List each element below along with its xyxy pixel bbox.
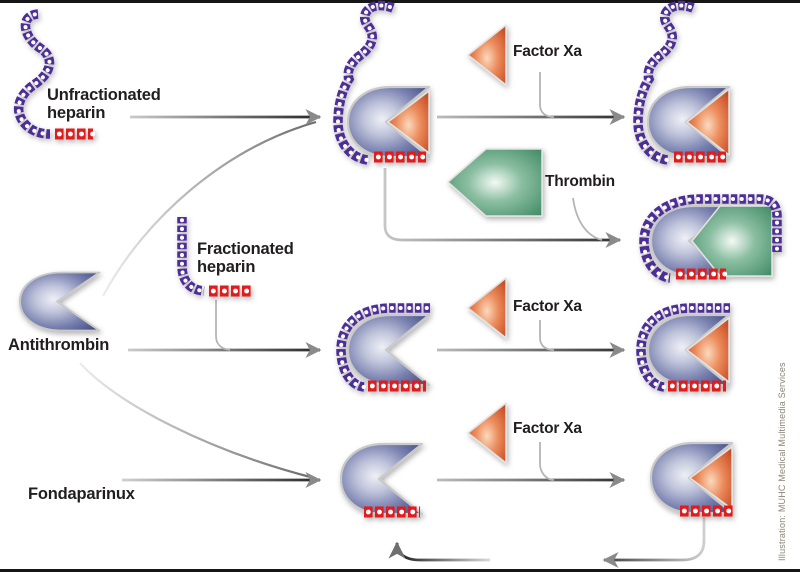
label-unfractionated-heparin: Unfractionated heparin bbox=[47, 86, 161, 122]
complex-antithrombin-lmwh bbox=[336, 303, 432, 392]
illustration-credit: Illustration: MUHC Medical Multimedia Se… bbox=[777, 362, 787, 561]
antithrombin-shape bbox=[339, 442, 424, 516]
factor-xa-triangle bbox=[467, 277, 507, 339]
factor-xa-triangle bbox=[467, 402, 507, 464]
connector-factor-xa-row1 bbox=[539, 72, 555, 118]
antithrombin-shape bbox=[346, 313, 431, 387]
bottom-frame-bar bbox=[0, 569, 800, 572]
complex-antithrombin-ufh bbox=[333, 0, 431, 165]
label-antithrombin: Antithrombin bbox=[8, 336, 110, 354]
complex-antithrombin-fondaparinux bbox=[339, 442, 424, 518]
connector-thrombin bbox=[572, 197, 603, 241]
thrombin-pentagon bbox=[447, 148, 543, 217]
complex-ufh-xa-inhibited bbox=[633, 0, 731, 165]
factor-xa-triangle-docked bbox=[387, 90, 430, 154]
unfractionated-heparin-molecule bbox=[13, 9, 96, 140]
factor-xa-molecule-row1 bbox=[467, 24, 507, 86]
label-fondaparinux: Fondaparinux bbox=[28, 485, 135, 503]
curve-antithrombin-to-row1 bbox=[102, 120, 317, 297]
label-thrombin: Thrombin bbox=[545, 173, 615, 190]
connector-factor-xa-row3 bbox=[539, 320, 555, 351]
fractionated-heparin-molecule bbox=[177, 215, 254, 297]
connector-factor-xa-row4 bbox=[539, 442, 555, 481]
thrombin-molecule bbox=[447, 148, 543, 217]
arrow-row2-thrombin-reaction bbox=[383, 168, 622, 248]
antithrombin-molecule bbox=[18, 271, 101, 332]
factor-xa-molecule-row4 bbox=[467, 402, 507, 464]
antithrombin-branch-curves bbox=[79, 120, 317, 480]
connector-fractionated-heparin bbox=[215, 300, 231, 351]
ufh-chain-wrap bbox=[333, 0, 395, 165]
factor-xa-triangle-docked bbox=[686, 88, 730, 156]
factor-xa-triangle bbox=[467, 24, 507, 86]
top-frame-bar bbox=[0, 0, 800, 3]
label-factor-xa-row3: Factor Xa bbox=[513, 298, 582, 315]
flow-arrows bbox=[122, 72, 706, 568]
arrow-release-fondaparinux bbox=[602, 517, 706, 568]
ufh-chain-wrap bbox=[633, 0, 695, 165]
arrow-recycle-fondaparinux bbox=[388, 541, 490, 562]
label-fractionated-heparin: Fractionated heparin bbox=[197, 240, 294, 276]
complex-lmwh-xa-inhibited bbox=[636, 303, 732, 392]
factor-xa-triangle-docked bbox=[689, 446, 733, 510]
curve-antithrombin-to-row4 bbox=[79, 362, 315, 480]
ufh-chain bbox=[13, 9, 55, 139]
factor-xa-molecule-row3 bbox=[467, 277, 507, 339]
complex-ufh-thrombin-inhibited bbox=[639, 194, 782, 283]
complex-fondaparinux-xa-inhibited bbox=[649, 441, 737, 517]
factor-xa-triangle-docked bbox=[686, 317, 730, 383]
antithrombin-shape bbox=[18, 271, 101, 332]
label-factor-xa-row1: Factor Xa bbox=[513, 43, 582, 60]
label-factor-xa-row4: Factor Xa bbox=[513, 420, 582, 437]
